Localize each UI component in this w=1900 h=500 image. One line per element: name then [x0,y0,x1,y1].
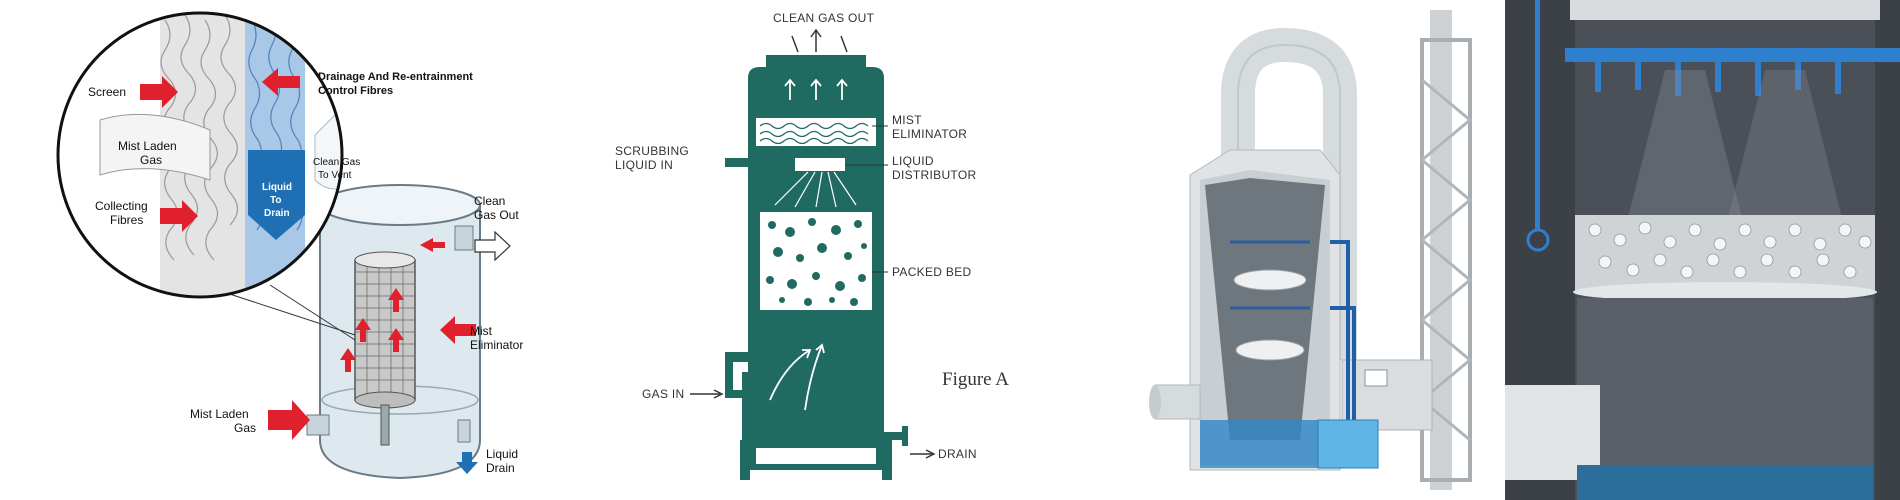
label-distributor-2: DISTRIBUTOR [892,168,976,182]
label-liquid-drain-inset-1: Liquid [262,182,292,193]
label-mist-eliminator-1: Mist [470,324,493,338]
label-liquid-drain-inset-2: To [270,195,281,206]
label-scrubbing-2: LIQUID IN [615,158,673,172]
label-clean-gas-vent-1: Clean Gas [313,157,360,168]
clean-gas-out-arrow [474,230,511,262]
flow-arrows [340,238,445,372]
stack-tower [1420,10,1472,490]
recirculation-tank [1317,419,1379,469]
label-drainage-1: Drainage And Re-entrainment [318,71,473,83]
label-drainage-2: Control Fibres [318,85,393,97]
label-drain: DRAIN [938,447,977,461]
packing-layer [1233,269,1307,291]
label-packed-bed: PACKED BED [892,265,971,279]
label-liquid-drain-inset-3: Drain [264,208,290,219]
label-collecting-fibres-1: Collecting [95,199,148,213]
label-collecting-fibres-2: Fibres [110,213,143,227]
label-mist-laden-inset-2: Gas [140,153,162,167]
drainage-arrow [262,68,300,96]
packed-scrubber-schematic: CLEAN GAS OUT MIST ELIMINATOR SCRUBBING … [560,0,1130,500]
label-scrubbing-1: SCRUBBING [615,144,689,158]
label-screen: Screen [88,85,126,99]
fibre-bed-mist-eliminator-diagram: Screen Drainage And Re-entrainment Contr… [0,0,560,500]
label-mist-eliminator-2: Eliminator [470,338,523,352]
gas-inlet-duct [1505,385,1600,480]
control-panel [1364,369,1388,387]
scrubber-interior-render [1505,0,1900,500]
screen-arrow [140,76,178,108]
label-clean-gas-out-2: Gas Out [474,208,519,222]
label-clean-gas-vent-2: To Vent [318,170,352,181]
spray-header-pipe [1565,48,1900,62]
label-clean-gas-out: CLEAN GAS OUT [773,11,875,25]
label-mist-laden-gas-2: Gas [234,421,256,435]
label-mist-1: MIST [892,113,922,127]
mist-laden-gas-arrow [268,400,310,440]
figure-caption: Figure A [942,369,1009,390]
packing-layer [1235,339,1305,361]
label-mist-laden-inset-1: Mist Laden [118,139,177,153]
random-packing-bed [1575,215,1875,290]
label-mist-2: ELIMINATOR [892,127,967,141]
label-clean-gas-out-1: Clean [474,194,505,208]
scrubber-cutaway-render [1130,0,1505,500]
packed-bed [760,212,872,310]
label-arrows [140,68,476,440]
sump-water [1577,465,1873,500]
label-mist-laden-gas-1: Mist Laden [190,407,249,421]
liquid-distributor [795,158,845,171]
label-gas-in: GAS IN [642,387,684,401]
label-distributor-1: LIQUID [892,154,934,168]
mist-eliminator-arrow [440,316,476,344]
liquid-drain-arrow [456,452,478,474]
label-liquid-drain-1: Liquid [486,447,518,461]
collecting-fibres-arrow [160,200,198,232]
label-liquid-drain-2: Drain [486,461,515,475]
